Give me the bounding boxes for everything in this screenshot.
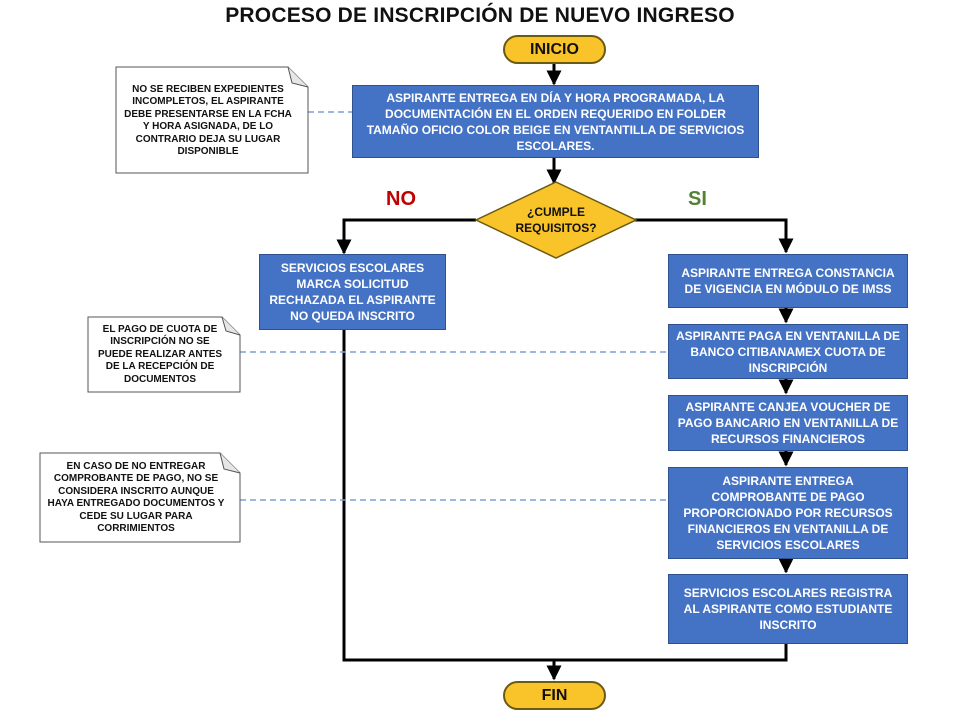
- page-title: PROCESO DE INSCRIPCIÓN DE NUEVO INGRESO: [225, 4, 735, 27]
- step-constancia-imss: ASPIRANTE ENTREGA CONSTANCIA DE VIGENCIA…: [668, 254, 908, 308]
- step-entrega-documentacion: ASPIRANTE ENTREGA EN DÍA Y HORA PROGRAMA…: [352, 85, 759, 158]
- note-pago-cuota: EL PAGO DE CUOTA DE INSCRIPCIÓN NO SE PU…: [97, 323, 223, 385]
- decision-diamond: [474, 181, 638, 259]
- note-fold-pago: [221, 316, 241, 336]
- connector-decision-no: [336, 218, 476, 255]
- branch-no-label: NO: [386, 188, 416, 210]
- note-fold-comprobante: [219, 452, 241, 474]
- note-shape-comprobante: [39, 452, 241, 543]
- step-entrega-comprobante: ASPIRANTE ENTREGA COMPROBANTE DE PAGO PR…: [668, 467, 908, 559]
- start-terminal: INICIO: [503, 35, 606, 64]
- end-terminal: FIN: [503, 681, 606, 710]
- step-registra-estudiante: SERVICIOS ESCOLARES REGISTRA AL ASPIRANT…: [668, 574, 908, 644]
- decision-label: ¿CUMPLE REQUISITOS?: [515, 205, 597, 235]
- branch-yes-label: SI: [688, 188, 707, 210]
- note-shape-expedientes: [115, 66, 309, 174]
- connector-decision-yes: [634, 218, 794, 254]
- step-canjea-voucher: ASPIRANTE CANJEA VOUCHER DE PAGO BANCARI…: [668, 395, 908, 451]
- note-fold-expedientes: [287, 66, 309, 88]
- connector-rejected-to-end: [342, 330, 554, 662]
- step-solicitud-rechazada: SERVICIOS ESCOLARES MARCA SOLICITUD RECH…: [259, 254, 446, 330]
- note-shape-pago: [87, 316, 241, 393]
- step-paga-cuota: ASPIRANTE PAGA EN VENTANILLA DE BANCO CI…: [668, 324, 908, 379]
- connector-registra-to-end: [554, 644, 788, 662]
- note-comprobante-pago: EN CASO DE NO ENTREGAR COMPROBANTE DE PA…: [47, 460, 225, 535]
- note-expedientes-incompletos: NO SE RECIBEN EXPEDIENTES INCOMPLETOS, E…: [124, 83, 292, 158]
